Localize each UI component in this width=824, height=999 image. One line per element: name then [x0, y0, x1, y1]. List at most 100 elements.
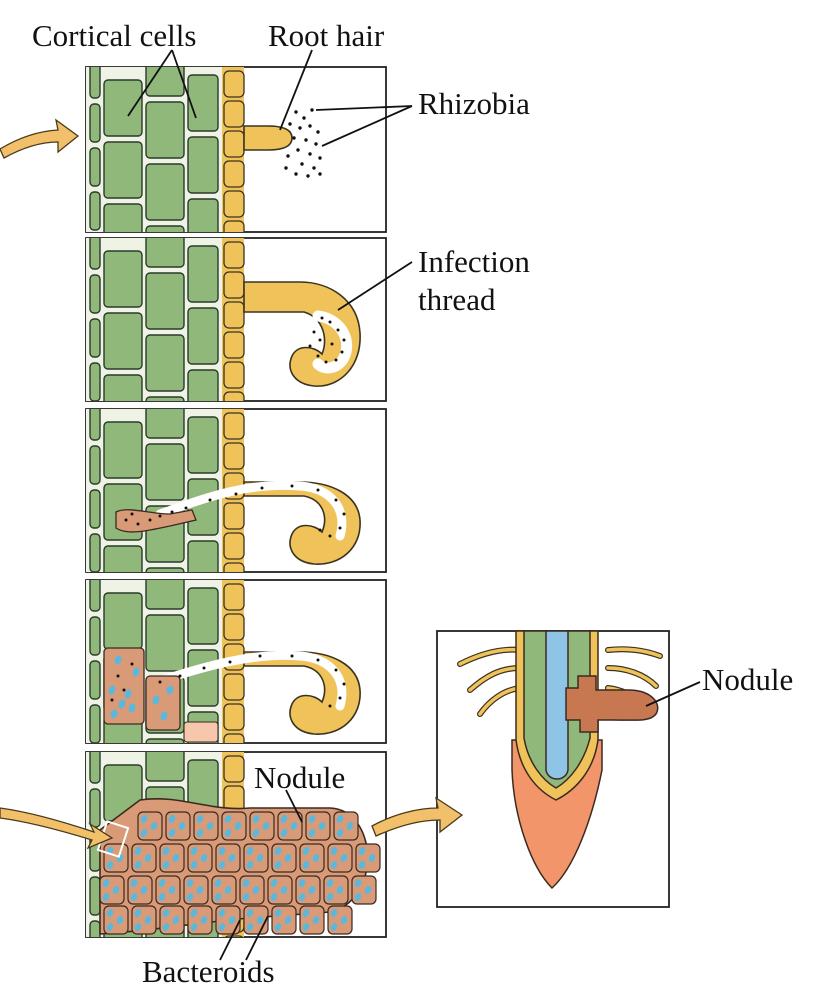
- rhizobium-dot: [294, 110, 298, 114]
- cortical-cell: [145, 580, 185, 610]
- cortical-cell: [89, 704, 101, 743]
- rhizobium-dot: [308, 152, 312, 156]
- rhizobium-dot: [184, 506, 188, 510]
- bacteroid: [262, 821, 270, 831]
- cortical-cell: [187, 307, 219, 365]
- cortical-cell: [89, 533, 101, 572]
- infection-thread-dots-panel-4: [110, 654, 346, 708]
- bacteroid: [298, 892, 306, 902]
- bacteroid: [114, 655, 122, 665]
- epidermal-cell: [223, 70, 245, 98]
- cortical-cell: [145, 614, 185, 672]
- epidermal-cell: [223, 160, 245, 188]
- rhizobium-dot: [310, 108, 314, 112]
- bacteroid: [218, 922, 226, 932]
- bacteroid: [340, 915, 348, 925]
- bacteroid: [132, 667, 140, 677]
- bacteroid: [200, 853, 208, 863]
- epidermal-cell: [223, 703, 245, 731]
- infected-cell-c-panel-4: [183, 721, 219, 743]
- rhizobium-dot: [286, 154, 290, 158]
- bacteroid: [134, 908, 142, 918]
- bacteroid: [168, 828, 176, 838]
- cortical-cell: [103, 312, 143, 370]
- cortical-cell: [187, 416, 219, 474]
- cortical-cell: [145, 163, 185, 221]
- bacteroid: [284, 853, 292, 863]
- bacteroid: [106, 860, 114, 870]
- bacteroid: [116, 915, 124, 925]
- label-rhizobia: Rhizobia: [418, 86, 530, 121]
- rhizobium-dot: [130, 662, 134, 666]
- rhizobium-dot: [158, 680, 162, 684]
- epidermal-cell: [223, 755, 245, 783]
- bacteroid: [290, 821, 298, 831]
- rhizobium-dot: [334, 498, 338, 502]
- bacteroid: [302, 860, 310, 870]
- bacteroid: [144, 915, 152, 925]
- cortical-cell: [89, 489, 101, 529]
- rhizobium-dot: [308, 124, 312, 128]
- bacteroid: [134, 860, 142, 870]
- rhizobium-dot: [338, 526, 342, 530]
- epidermis-panel-4: [222, 580, 245, 743]
- bacteroid: [168, 814, 176, 824]
- bacteroid: [274, 908, 282, 918]
- cortical-cell: [89, 876, 101, 916]
- rhizobium-dot: [318, 528, 322, 532]
- bacteroid: [246, 846, 254, 856]
- cortical-cell: [145, 738, 185, 743]
- cortical-cell: [89, 103, 101, 143]
- epidermal-cell: [223, 241, 245, 269]
- bacteroid: [140, 814, 148, 824]
- rhizobium-dot: [336, 328, 340, 332]
- rhizobium-dot: [148, 518, 152, 522]
- label-infection-thread-1: Infection: [418, 244, 530, 279]
- epidermal-cell: [223, 361, 245, 389]
- rhizobium-dot: [294, 172, 298, 176]
- cortical-cell: [187, 369, 219, 401]
- rhizobium-dot: [334, 358, 338, 362]
- rhizobium-dot: [178, 674, 182, 678]
- bacteroid: [302, 846, 310, 856]
- cortical-cell: [145, 396, 185, 401]
- cortical-cell: [145, 443, 185, 501]
- cortical-cell: [103, 250, 143, 308]
- epidermal-cell: [223, 391, 245, 401]
- rhizobium-dot: [228, 660, 232, 664]
- bacteroid: [336, 885, 344, 895]
- bacteroid: [280, 814, 288, 824]
- bacteroid: [302, 922, 310, 932]
- bacteroid: [270, 878, 278, 888]
- bacteroid: [252, 885, 260, 895]
- bacteroid: [186, 892, 194, 902]
- rhizobium-dot: [318, 338, 322, 342]
- bacteroid: [206, 821, 214, 831]
- bacteroid: [298, 878, 306, 888]
- infection-thread-panel-2: [312, 310, 353, 374]
- label-root-hair: Root hair: [268, 18, 385, 53]
- bacteroid: [106, 908, 114, 918]
- rhizobium-dot: [316, 488, 320, 492]
- bacteroid: [326, 892, 334, 902]
- bacteroid: [162, 922, 170, 932]
- cortical-cell: [89, 616, 101, 656]
- bacteroid: [256, 853, 264, 863]
- infection-thread-dots-panel-3: [124, 484, 346, 538]
- bacteroid: [246, 860, 254, 870]
- bacteroid: [162, 860, 170, 870]
- rhizobium-dot: [342, 682, 346, 686]
- rhizobium-dot: [314, 142, 318, 146]
- bacteroid: [214, 878, 222, 888]
- rhizobium-dot: [234, 492, 238, 496]
- rhizobium-dot: [292, 136, 296, 140]
- bacteroid: [234, 821, 242, 831]
- bacteroid: [130, 892, 138, 902]
- cortical-cell: [89, 752, 101, 784]
- zoom-arrow-to-inset: [371, 796, 464, 837]
- rhizobium-dot: [324, 360, 328, 364]
- label-infection-thread-2: thread: [418, 282, 496, 317]
- bacteroid: [172, 853, 180, 863]
- bacteroid: [368, 853, 376, 863]
- cortical-cells-panel-3: [89, 409, 219, 572]
